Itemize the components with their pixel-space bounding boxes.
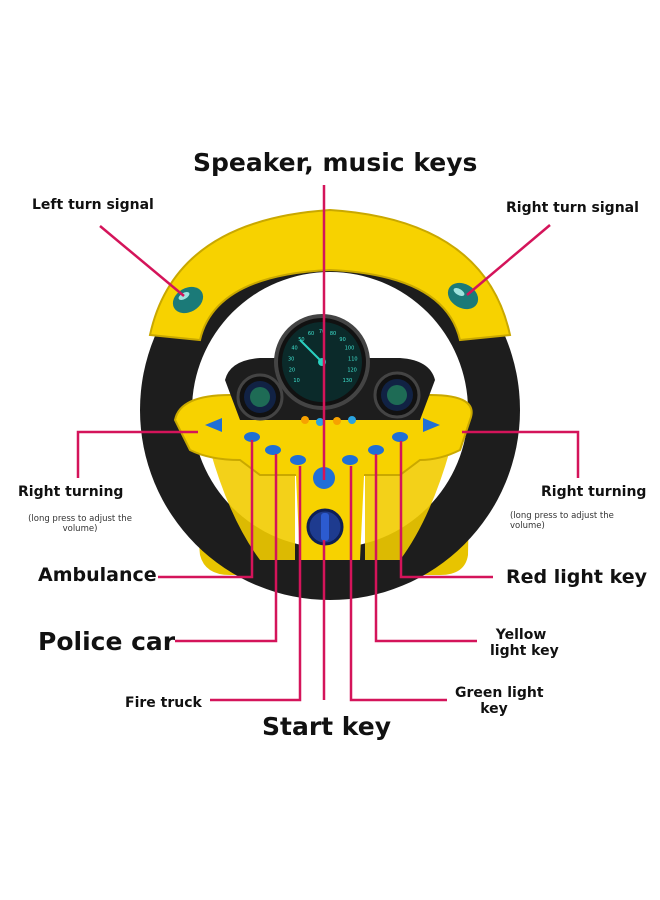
- start-key-knob: [306, 508, 344, 546]
- speaker-grille: [301, 416, 356, 426]
- leader-green-light: [349, 466, 447, 702]
- long-press-left-line1: (long press to adjust the: [28, 514, 132, 524]
- speedometer-numeral: 60: [308, 331, 314, 337]
- leader-fire-truck: [210, 466, 302, 702]
- green-light-key-button: [342, 455, 358, 465]
- label-red-light-key: Red light key: [506, 566, 647, 588]
- police-car-key: [265, 445, 281, 455]
- leader-yellow-light: [374, 454, 477, 643]
- label-green-light-key: Green light key: [455, 685, 544, 717]
- right-turn-signal-light: [447, 282, 479, 310]
- red-light-key-button: [392, 432, 408, 442]
- speedometer-numeral: 100: [345, 346, 355, 352]
- leader-red-light: [399, 441, 493, 579]
- yellow-light-key-button: [368, 445, 384, 455]
- label-long-press-left: (long press to adjust the volume): [24, 514, 136, 534]
- label-fire-truck: Fire truck: [125, 695, 202, 711]
- label-right-turning-right: Right turning: [541, 484, 647, 500]
- long-press-left-line2: volume): [62, 524, 98, 534]
- speedometer-numeral: 130: [343, 378, 353, 384]
- long-press-right-line1: (long press to adjust the: [510, 511, 614, 521]
- leader-right-turning-right: [462, 430, 580, 478]
- label-right-turn-signal: Right turn signal: [506, 200, 639, 216]
- yellow-light-key-line1: Yellow: [495, 627, 547, 643]
- label-yellow-light-key: Yellow light key: [490, 627, 559, 659]
- speedometer-numeral: 40: [291, 346, 297, 352]
- ambulance-key: [244, 432, 260, 442]
- speedometer-numeral: 110: [348, 356, 358, 362]
- speedometer-numeral: 20: [289, 368, 295, 374]
- label-long-press-right: (long press to adjust the volume): [510, 511, 640, 531]
- yellow-light-key-line2: light key: [490, 643, 559, 659]
- leader-police-car: [175, 454, 278, 643]
- leader-right-turn-signal: [466, 224, 551, 296]
- leader-lines: [76, 185, 580, 702]
- speedometer-numeral: 80: [330, 331, 336, 337]
- label-ambulance: Ambulance: [38, 564, 157, 586]
- leader-right-turning-left: [76, 430, 198, 478]
- leader-left-turn: [99, 225, 185, 297]
- fire-truck-key: [290, 455, 306, 465]
- speedometer-numeral: 30: [288, 356, 294, 362]
- speedometer-numeral: 90: [339, 337, 345, 343]
- right-turn-key: [423, 418, 440, 432]
- green-light-key-line2: key: [480, 701, 508, 717]
- speedometer-numeral: 120: [347, 368, 357, 374]
- speedometer-numeral: 10: [293, 378, 299, 384]
- leader-ambulance: [158, 440, 254, 579]
- label-left-turn-signal: Left turn signal: [32, 197, 154, 213]
- green-light-key-line1: Green light: [455, 685, 544, 701]
- speedometer-numeral: 50: [298, 337, 304, 343]
- label-police-car: Police car: [38, 627, 176, 656]
- right-gauge: [373, 371, 421, 419]
- long-press-right-line2: volume): [510, 521, 545, 531]
- label-right-turning-left: Right turning: [18, 484, 124, 500]
- speedometer-numeral: 70: [319, 329, 325, 335]
- left-gauge: [236, 373, 284, 421]
- label-start-key: Start key: [262, 712, 392, 741]
- left-turn-key: [205, 418, 222, 432]
- label-speaker-music-keys: Speaker, music keys: [193, 148, 478, 177]
